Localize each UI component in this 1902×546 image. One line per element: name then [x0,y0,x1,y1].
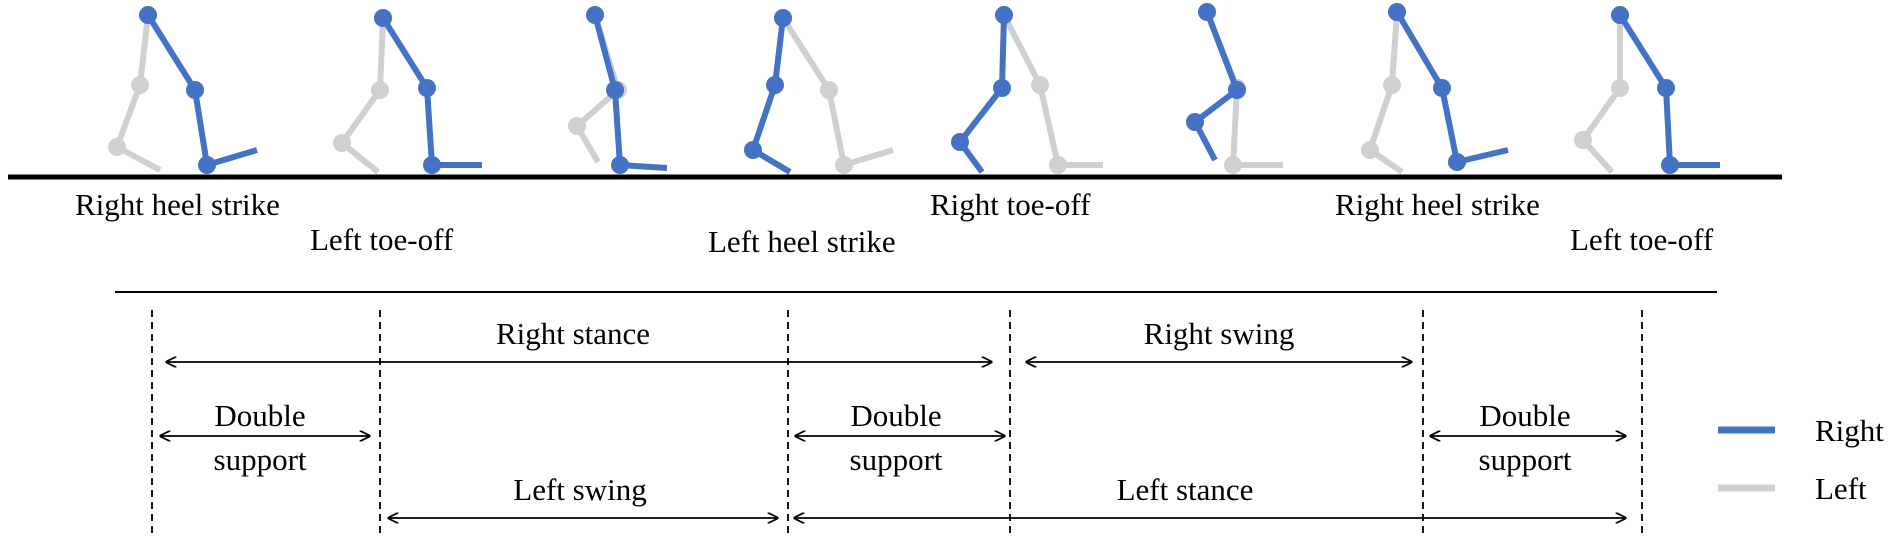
gait-figure-8 [1574,6,1720,175]
gait-figure-2-left-leg [333,9,392,175]
event-label-left-toe-off-2: Left toe-off [1570,222,1714,257]
gait-figure-6-left-leg-ankle-joint [1224,156,1242,174]
gait-figure-4-left-leg-knee-joint [820,81,838,99]
double-support-label-3a: Double [1479,398,1570,433]
gait-figure-6-right-leg [1186,3,1246,162]
gait-figure-7-left-leg-ankle-joint [1361,141,1379,159]
gait-figure-4-right-leg-hip-joint [774,9,792,27]
gait-figure-6-right-leg-hip-joint [1198,3,1216,21]
gait-figure-5-right-leg-hip-joint [995,6,1013,24]
gait-figure-7-left-leg-segments [1367,11,1404,175]
gait-figure-2-left-leg-knee-joint [371,81,389,99]
gait-figure-2-right-leg [374,9,482,174]
gait-figure-5-right-leg-knee-joint [993,79,1011,97]
gait-figure-2-right-leg-hip-joint [374,9,392,27]
gait-figure-5-left-leg-knee-joint [1031,76,1049,94]
gait-figure-7-right-leg [1388,3,1509,171]
event-markers [151,310,1643,538]
gait-figure-7-left-leg [1361,3,1406,175]
gait-figure-1-left-leg-segments [114,14,162,173]
gait-figure-3 [568,6,668,174]
gait-figure-8-right-leg-hip-joint [1611,6,1629,24]
gait-figure-7 [1361,3,1509,175]
gait-figure-1-right-leg-segments [145,13,258,168]
gait-figure-5-right-leg [951,6,1013,174]
gait-figure-6-right-leg-knee-joint [1228,81,1246,99]
gait-figure-1-right-leg-hip-joint [139,6,157,24]
gait-figure-1-right-leg [139,6,258,174]
gait-figure-1-left-leg-knee-joint [131,76,149,94]
gait-figure-6-right-leg-segments [1192,10,1240,162]
gait-figure-6-right-leg-ankle-joint [1186,113,1204,131]
gait-figure-1-right-leg-ankle-joint [198,156,216,174]
gait-figure-3-left-leg-ankle-joint [568,117,586,135]
event-label-right-heel-strike-2: Right heel strike [1335,187,1540,222]
gait-figure-2-left-leg-ankle-joint [333,134,351,152]
right-swing-label: Right swing [1144,316,1295,351]
right-stance-label: Right stance [496,316,650,351]
event-label-left-toe-off-1: Left toe-off [310,222,454,257]
double-support-label-2a: Double [850,398,941,433]
gait-figure-8-right-leg [1611,6,1720,174]
gait-figure-1 [108,6,258,174]
gait-figure-4-left-leg-segments [780,16,894,168]
gait-figure-2-right-leg-segments [380,16,482,168]
gait-figure-8-right-leg-segments [1617,13,1720,168]
gait-figure-3-right-leg-segments [592,14,668,171]
gait-figure-7-right-leg-ankle-joint [1448,153,1466,171]
gait-figure-3-right-leg [586,6,668,174]
gait-figure-2 [333,9,482,175]
gait-figure-3-right-leg-hip-joint [586,6,604,24]
gait-figure-5-left-leg-ankle-joint [1049,156,1067,174]
double-support-label-1b: support [214,442,307,477]
gait-figure-5-right-leg-segments [957,14,1007,174]
gait-figure-3-right-leg-ankle-joint [611,156,629,174]
gait-figure-5-right-leg-ankle-joint [951,133,969,151]
legend-right-label: Right [1815,413,1884,448]
gait-figure-7-left-leg-knee-joint [1383,76,1401,94]
gait-figure-5 [951,6,1103,174]
gait-figure-3-right-leg-knee-joint [606,81,624,99]
gait-figure-8-left-leg-ankle-joint [1574,131,1592,149]
gait-figure-8-left-leg-knee-joint [1611,79,1629,97]
gait-figure-8-right-leg-knee-joint [1657,79,1675,97]
gait-figure-1-left-leg-ankle-joint [108,138,126,156]
event-label-right-toe-off: Right toe-off [930,187,1091,222]
legend: Right Left [1718,413,1884,506]
left-swing-label: Left swing [513,472,646,507]
gait-figure-7-right-leg-segments [1394,10,1509,165]
double-support-label-3b: support [1479,442,1572,477]
gait-figures [108,3,1720,175]
gait-figure-4-right-leg-knee-joint [766,76,784,94]
gait-figure-6 [1186,3,1283,174]
gait-figure-8-left-leg [1574,6,1629,175]
gait-figure-7-right-leg-hip-joint [1388,3,1406,21]
gait-figure-8-right-leg-ankle-joint [1661,156,1679,174]
event-label-left-heel-strike: Left heel strike [708,224,896,259]
gait-figure-2-right-leg-knee-joint [418,79,436,97]
double-support-label-2b: support [850,442,943,477]
double-support-label-1a: Double [214,398,305,433]
gait-figure-2-right-leg-ankle-joint [423,156,441,174]
gait-figure-1-left-leg [108,6,162,173]
gait-figure-2-left-leg-segments [339,17,386,175]
event-label-right-heel-strike-1: Right heel strike [75,187,280,222]
gait-figure-5-left-leg [995,6,1103,174]
legend-left-label: Left [1815,471,1867,506]
gait-figure-4-right-leg-ankle-joint [744,141,762,159]
left-stance-label: Left stance [1117,472,1254,507]
gait-figure-4-right-leg [744,9,792,175]
gait-figure-1-right-leg-knee-joint [186,81,204,99]
gait-figure-7-right-leg-knee-joint [1433,79,1451,97]
gait-figure-8-left-leg-segments [1580,15,1623,175]
gait-figure-4-left-leg-ankle-joint [835,156,853,174]
gait-figure-4-right-leg-segments [750,17,792,175]
gait-figure-4 [744,9,894,175]
gait-figure-4-left-leg [774,9,894,174]
gait-figure-5-left-leg-segments [1001,13,1103,168]
